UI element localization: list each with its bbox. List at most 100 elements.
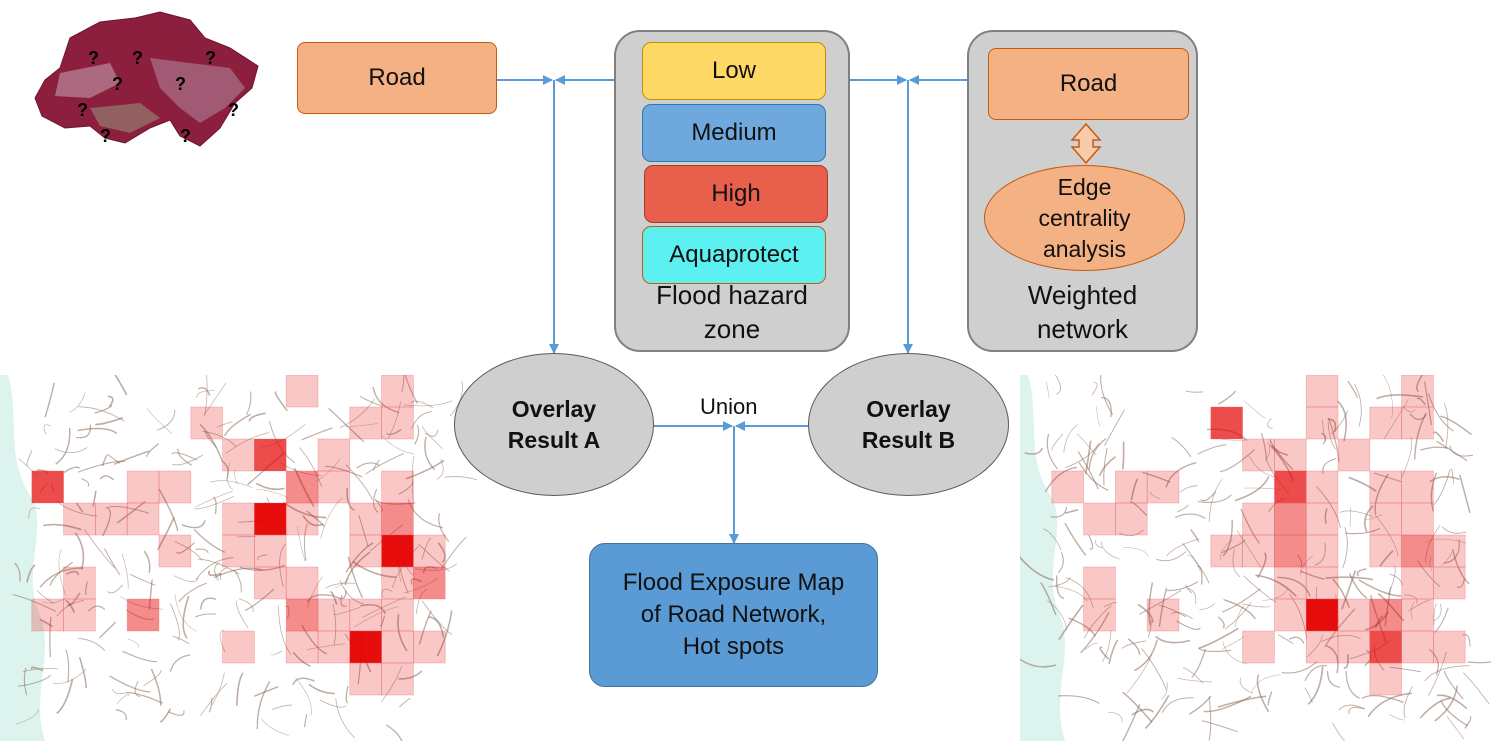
hotspot-cell bbox=[1337, 598, 1371, 632]
hotspot-cell bbox=[1433, 630, 1466, 664]
hotspot-cell bbox=[1274, 598, 1307, 632]
question-mark: ? bbox=[175, 74, 186, 94]
question-mark: ? bbox=[112, 74, 123, 94]
hotspot-cell bbox=[349, 534, 382, 568]
hotspot-cell bbox=[1242, 438, 1275, 472]
hotspot-cell bbox=[1305, 566, 1339, 600]
hotspot-cell bbox=[95, 502, 128, 536]
hotspot-cell bbox=[317, 438, 351, 472]
flood-hazard-zone-group: Low Medium High Aquaprotect Flood hazard… bbox=[614, 30, 850, 352]
hotspot-cell bbox=[1305, 470, 1339, 504]
hotspot-cell bbox=[1115, 502, 1148, 536]
hotspot-cell bbox=[1083, 598, 1116, 632]
overlay-b-line2: Result B bbox=[861, 426, 956, 453]
hotspot-cell bbox=[285, 375, 319, 408]
hotspot-cell bbox=[1274, 534, 1307, 568]
hazard-level-low-label: Low bbox=[711, 57, 757, 84]
hotspot-cell bbox=[1401, 502, 1434, 536]
hotspot-cell bbox=[1369, 534, 1402, 568]
flood-hazard-zone-title: Flood hazard zone bbox=[616, 278, 848, 346]
hotspot-cell bbox=[285, 502, 319, 536]
hotspot-cell bbox=[254, 566, 287, 600]
hotspot-cell bbox=[254, 534, 287, 568]
hotspot-cell bbox=[381, 662, 414, 696]
weighted-network-title-line1: Weighted bbox=[1027, 280, 1138, 310]
analysis-line3: analysis bbox=[1042, 235, 1127, 262]
hotspot-cell bbox=[1369, 406, 1402, 440]
exposure-line3: Hot spots bbox=[682, 633, 785, 660]
overlay-a-line2: Result A bbox=[507, 426, 601, 453]
switzerland-map: ? ? ? ? ? ? ? ? ? bbox=[30, 8, 265, 158]
hotspot-cell bbox=[31, 470, 64, 504]
hotspot-cell bbox=[1369, 598, 1402, 632]
weighted-network-title-line2: network bbox=[1036, 314, 1129, 344]
hotspot-cell bbox=[285, 566, 319, 600]
weighted-network-group: Road Edge centrality analysis Weighted n… bbox=[967, 30, 1198, 352]
hotspot-cells bbox=[31, 375, 446, 696]
edge-centrality-analysis: Edge centrality analysis bbox=[984, 165, 1185, 271]
exposure-line2: of Road Network, bbox=[640, 601, 827, 628]
hotspot-cell bbox=[126, 502, 160, 536]
hotspot-cell bbox=[349, 662, 382, 696]
hotspot-cell bbox=[317, 598, 351, 632]
hotspot-cell bbox=[222, 630, 255, 664]
overlay-result-a: Overlay Result A bbox=[454, 353, 654, 496]
weighted-road-label: Road bbox=[1059, 70, 1118, 97]
hotspot-cell bbox=[63, 598, 96, 632]
river-area bbox=[0, 375, 45, 741]
hazard-level-medium-label: Medium bbox=[691, 119, 777, 146]
hotspot-cell bbox=[381, 566, 414, 600]
hotspot-cell bbox=[1401, 630, 1434, 664]
flood-exposure-map-box: Flood Exposure Map of Road Network, Hot … bbox=[589, 543, 878, 687]
road-network bbox=[1020, 375, 1491, 741]
hotspot-cell bbox=[1274, 502, 1307, 536]
overlay-result-b: Overlay Result B bbox=[808, 353, 1009, 496]
hotspot-cell bbox=[349, 406, 382, 440]
hotspot-cell bbox=[126, 470, 160, 504]
hotspot-map-a-graphic bbox=[0, 375, 478, 741]
hotspot-cell bbox=[1146, 470, 1180, 504]
hotspot-cell bbox=[317, 470, 351, 504]
road-input-box: Road bbox=[297, 42, 497, 114]
hotspot-cell bbox=[1051, 470, 1084, 504]
hotspot-cell bbox=[1369, 662, 1402, 696]
hotspot-cell bbox=[254, 502, 287, 536]
hotspot-cell bbox=[1083, 502, 1116, 536]
question-mark: ? bbox=[88, 48, 99, 68]
question-mark: ? bbox=[100, 126, 111, 146]
weighted-network-title: Weighted network bbox=[969, 278, 1196, 346]
hotspot-cell bbox=[1401, 598, 1434, 632]
hotspot-cell bbox=[1401, 566, 1434, 600]
hotspot-cell bbox=[413, 630, 446, 664]
hotspot-cell bbox=[1433, 566, 1466, 600]
hotspot-cell bbox=[1337, 630, 1371, 664]
hotspot-cell bbox=[285, 630, 319, 664]
hotspot-map-b bbox=[1020, 375, 1491, 741]
hazard-level-aquaprotect-label: Aquaprotect bbox=[669, 241, 799, 268]
double-arrow bbox=[1070, 122, 1102, 165]
hotspot-cell bbox=[1401, 375, 1434, 408]
hotspot-cell bbox=[1083, 566, 1116, 600]
hotspot-cell bbox=[381, 534, 414, 568]
hotspot-cell bbox=[63, 502, 96, 536]
exposure-line1: Flood Exposure Map bbox=[622, 569, 845, 596]
hotspot-cell bbox=[1242, 534, 1275, 568]
hotspot-cell bbox=[254, 438, 287, 472]
question-mark: ? bbox=[205, 48, 216, 68]
hazard-level-aquaprotect: Aquaprotect bbox=[642, 226, 826, 284]
hotspot-cell bbox=[1401, 406, 1434, 440]
hotspot-map-a bbox=[0, 375, 478, 741]
hazard-level-high: High bbox=[644, 165, 828, 223]
hotspot-cell bbox=[1305, 598, 1339, 632]
hotspot-cell bbox=[158, 470, 192, 504]
hotspot-cell bbox=[381, 406, 414, 440]
hotspot-cell bbox=[349, 630, 382, 664]
hotspot-cell bbox=[1369, 630, 1402, 664]
hotspot-cell bbox=[1210, 406, 1243, 440]
hotspot-cell bbox=[1433, 534, 1466, 568]
hotspot-cell bbox=[222, 438, 255, 472]
hotspot-cell bbox=[349, 502, 382, 536]
hotspot-cell bbox=[413, 566, 446, 600]
hotspot-cell bbox=[1305, 630, 1339, 664]
hotspot-cell bbox=[1274, 470, 1307, 504]
